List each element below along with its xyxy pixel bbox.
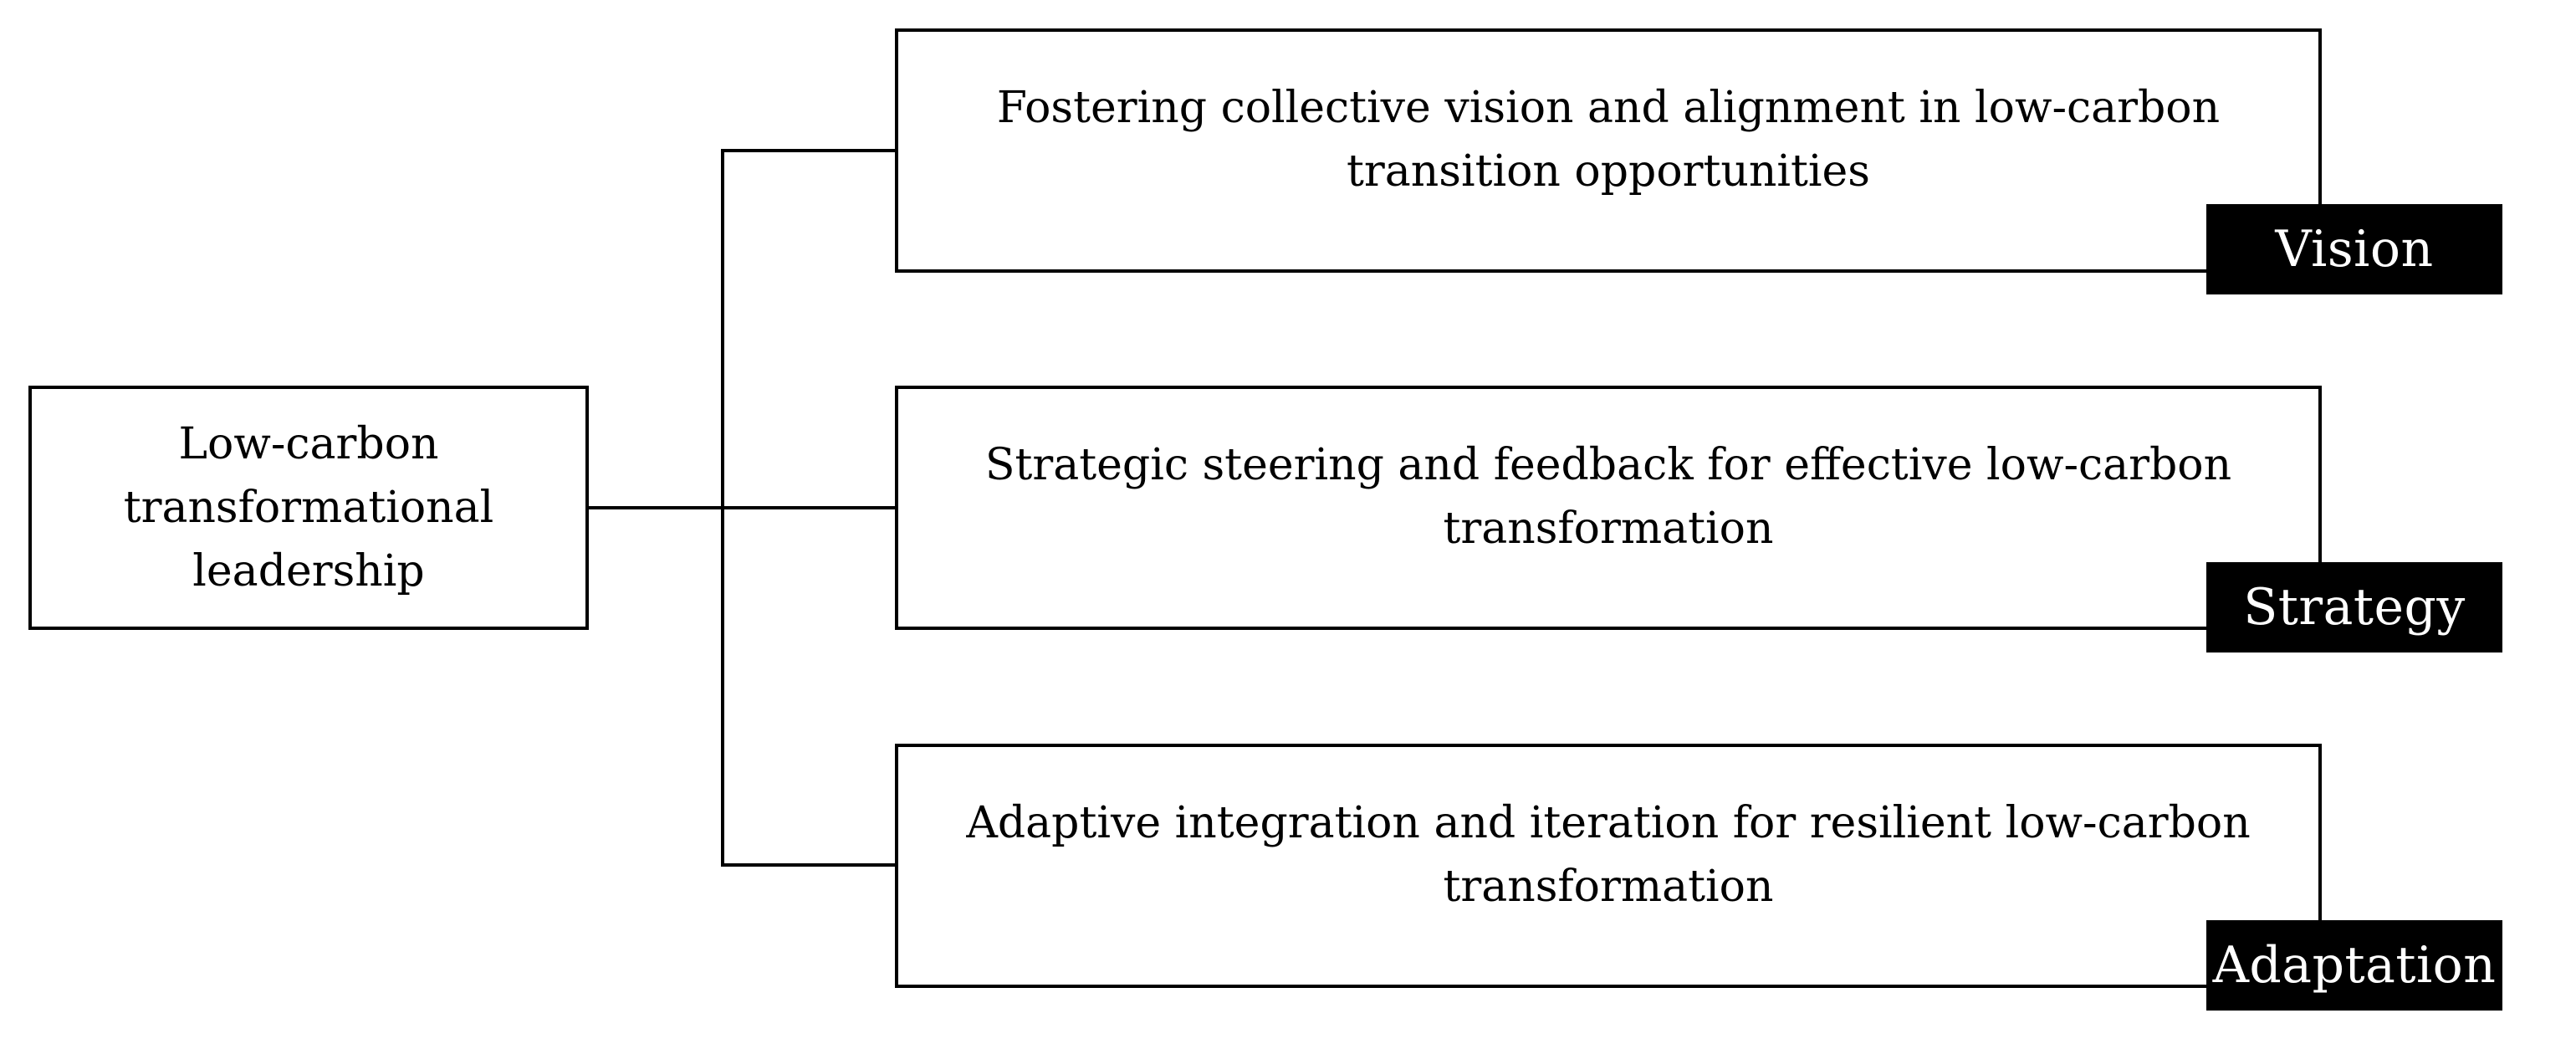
- tag-label-vision: Vision: [2275, 220, 2434, 279]
- tag-label-adaptation: Adaptation: [2212, 936, 2497, 995]
- root-node: Low-carbon transformational leadership: [28, 386, 589, 630]
- tag-vision: Vision: [2206, 204, 2502, 294]
- tag-label-strategy: Strategy: [2243, 578, 2466, 637]
- branch-description-adaptation: Adaptive integration and iteration for r…: [966, 798, 2251, 912]
- tag-strategy: Strategy: [2206, 562, 2502, 652]
- branch-description-strategy: Strategic steering and feedback for effe…: [984, 440, 2232, 554]
- root-node-label: Low-carbon transformational leadership: [123, 419, 494, 596]
- tag-adaptation: Adaptation: [2206, 920, 2502, 1011]
- branch-node-strategy: Strategic steering and feedback for effe…: [895, 386, 2322, 630]
- branch-node-adaptation: Adaptive integration and iteration for r…: [895, 744, 2322, 988]
- branch-description-vision: Fostering collective vision and alignmen…: [996, 83, 2221, 197]
- branch-node-vision: Fostering collective vision and alignmen…: [895, 28, 2322, 273]
